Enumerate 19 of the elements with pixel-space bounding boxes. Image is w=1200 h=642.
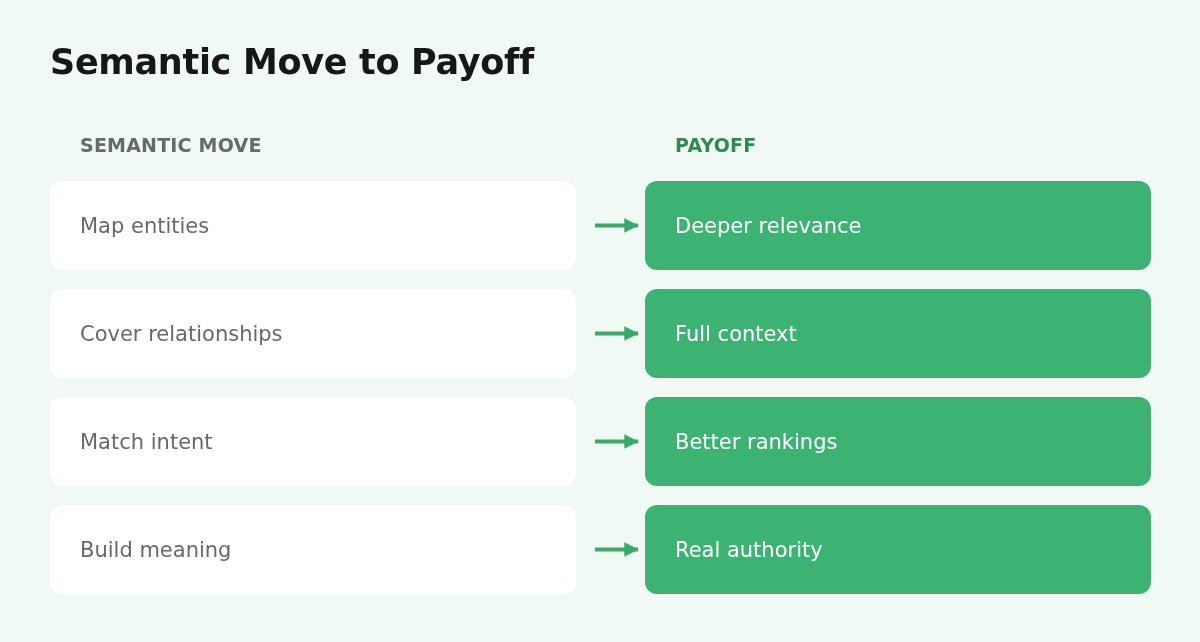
arrow <box>595 434 639 449</box>
card-text: Better rankings <box>675 429 838 454</box>
arrow <box>595 326 639 341</box>
card-text: Real authority <box>675 537 823 562</box>
card-text: Build meaning <box>80 537 232 562</box>
column-header: PAYOFF <box>675 134 757 156</box>
result-card <box>645 289 1151 378</box>
diagram-title: Semantic Move to Payoff <box>50 42 534 82</box>
result-card <box>645 181 1151 270</box>
card-text: Deeper relevance <box>675 213 862 238</box>
card-text: Map entities <box>80 213 210 238</box>
result-card <box>645 397 1151 486</box>
arrow <box>595 218 639 233</box>
card-text: Match intent <box>80 429 213 454</box>
arrow <box>595 542 639 557</box>
card-text: Cover relationships <box>80 321 283 346</box>
result-card <box>645 505 1151 594</box>
column-header: SEMANTIC MOVE <box>80 134 262 156</box>
card-text: Full context <box>675 321 797 346</box>
